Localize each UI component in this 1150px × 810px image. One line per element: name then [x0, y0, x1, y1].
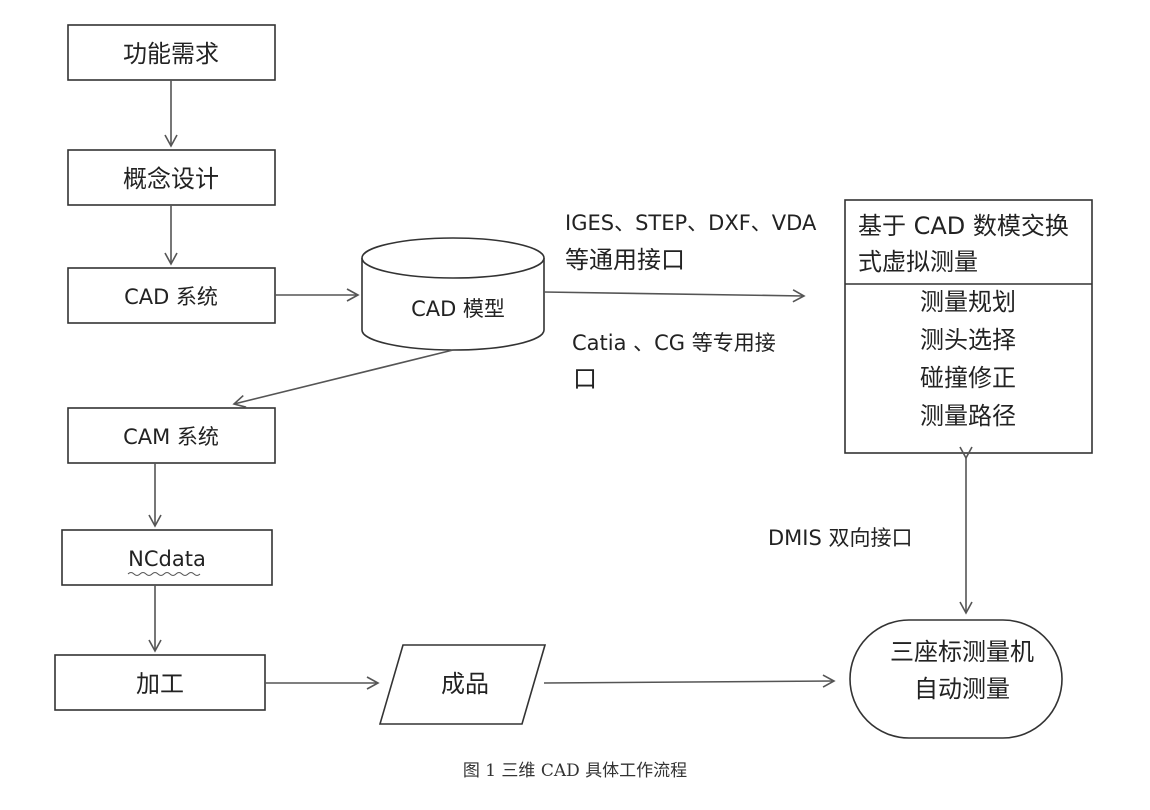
concept-design-label: 概念设计: [123, 165, 219, 193]
spellcheck-underline: [127, 572, 201, 576]
ncdata-node: NCdata: [61, 529, 273, 586]
functional-requirements-node: 功能需求: [67, 24, 276, 81]
functional-requirements-label: 功能需求: [123, 40, 219, 68]
cad-system-label: CAD 系统: [124, 285, 218, 309]
measurement-item-probe-selection: 测头选择: [920, 326, 1016, 354]
figure-caption: 图 1 三维 CAD 具体工作流程: [463, 761, 687, 781]
cad-system-node: CAD 系统: [67, 267, 276, 324]
measurement-item-path: 测量路径: [920, 402, 1016, 430]
concept-design-node: 概念设计: [67, 149, 276, 206]
arrow-model-to-virtual: [543, 289, 806, 303]
product-node: 成品: [378, 644, 547, 725]
special-interface-label-line2: 口: [573, 365, 597, 393]
cmm-node: 三座标测量机 自动测量: [849, 619, 1063, 739]
cad-model-database-node: CAD 模型: [361, 237, 545, 351]
measurement-item-collision-correction: 碰撞修正: [920, 364, 1016, 392]
dmis-interface-label: DMIS 双向接口: [768, 526, 913, 550]
virtual-measurement-title-line2: 式虚拟测量: [858, 248, 978, 276]
cam-system-label: CAM 系统: [123, 425, 219, 449]
virtual-measurement-node: 基于 CAD 数模交换 式虚拟测量 测量规划 测头选择 碰撞修正 测量路径: [844, 199, 1093, 454]
product-label: 成品: [441, 670, 489, 698]
virtual-measurement-title-line1: 基于 CAD 数模交换: [858, 212, 1069, 240]
cmm-label-line1: 三座标测量机: [890, 638, 1034, 666]
cam-system-node: CAM 系统: [67, 407, 276, 464]
arrow-model-to-cam: [232, 349, 454, 408]
arrow-product-to-cmm: [543, 674, 836, 688]
machining-label: 加工: [136, 670, 184, 698]
cad-model-label: CAD 模型: [411, 297, 505, 321]
measurement-item-planning: 测量规划: [920, 288, 1016, 316]
generic-interface-label-line1: IGES、STEP、DXF、VDA: [565, 211, 817, 235]
generic-interface-label-line2: 等通用接口: [565, 246, 685, 274]
special-interface-label-line1: Catia 、CG 等专用接: [572, 331, 776, 355]
cmm-label-line2: 自动测量: [914, 675, 1010, 703]
ncdata-label: NCdata: [128, 547, 206, 571]
machining-node: 加工: [54, 654, 266, 711]
